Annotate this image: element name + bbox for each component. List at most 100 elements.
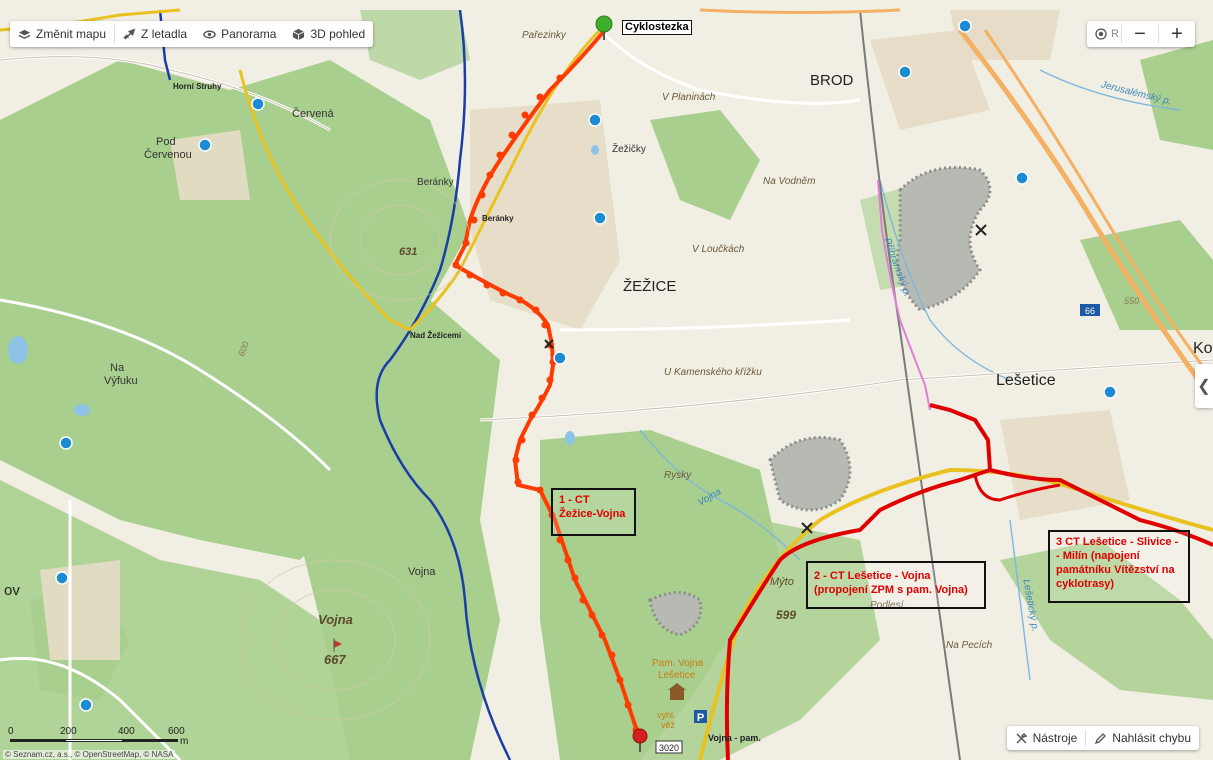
mine-icons [544,224,987,534]
side-panel-toggle[interactable]: ❮ [1195,364,1213,408]
zezice-label: ŽEŽICE [623,278,677,295]
bus-stop-icon[interactable] [588,113,602,127]
route-1-waypoint [608,651,616,659]
eye-icon [203,30,216,38]
beranky-stop-label: Beránky [482,214,514,223]
ko-label: Ko [1193,340,1213,357]
main-roads [699,8,1213,760]
route-1-waypoint [598,631,606,639]
myto-label: Mýto [770,576,794,588]
bus-stop-icon[interactable] [55,571,69,585]
cube-icon [293,28,305,40]
peak-flag-icon [333,638,342,652]
route-1-waypoint [546,376,554,384]
bus-stop-icon[interactable] [251,97,265,111]
3d-view-label: 3D pohled [310,27,366,41]
bus-stop-icon[interactable] [553,351,567,365]
bus-stop-icon[interactable] [958,19,972,33]
scale-unit: m [180,736,189,747]
annotation-route-3-line: cyklotrasy) [1056,578,1115,590]
pod-cervenou-label: Červenou [144,149,192,161]
bus-stop-icon[interactable] [898,65,912,79]
vojna-peak-label: Vojna [318,612,353,627]
parezinky-label: Pařezinky [522,30,566,41]
annotation-route-2-line: 2 - CT Lešetice - Vojna [814,570,931,582]
road-3020-shield: 3020 [655,740,683,754]
bus-stop-icon[interactable] [593,211,607,225]
svg-text:66: 66 [1085,306,1095,316]
route-1-waypoint [512,456,520,464]
annotation-route-1-line: Žežice-Vojna [559,508,626,520]
pod-label: Pod [156,136,176,148]
zoom-divider [1158,25,1159,43]
panorama-button[interactable]: Panorama [195,21,284,47]
horni-struhy-label: Horní Struhy [173,82,222,91]
route-2 [724,403,993,760]
route-1-waypoint [516,296,524,304]
report-error-button[interactable]: Nahlásit chybu [1086,731,1199,745]
layers-icon [18,29,31,39]
route-1-waypoint [532,306,540,314]
pencil-icon [1095,732,1107,744]
scale-bar-gap [66,740,122,741]
route-1-waypoint [478,191,486,199]
vojna-place-label: Vojna [408,566,436,578]
spoil-heaps [648,166,992,637]
bus-stop-icon[interactable] [59,436,73,450]
route-1-waypoint [483,281,491,289]
report-error-label: Nahlásit chybu [1112,731,1191,745]
change-map-button[interactable]: Změnit mapu [10,21,114,47]
route-1-waypoint [538,394,546,402]
locate-button[interactable]: R [1087,21,1121,47]
route-1-waypoint [588,611,596,619]
locate-label: R [1111,28,1119,40]
vez-label: věž [661,720,676,730]
minor-road-casing [0,56,1213,421]
route-1-waypoint [470,216,478,224]
bus-stop-icon[interactable] [79,698,93,712]
left-ov-label: ov [4,582,20,599]
route-1-waypoint [616,676,624,684]
bus-stop-icon[interactable] [1103,385,1117,399]
annotation-route-3-line: 3 CT Lešetice - Slivice - [1056,536,1179,548]
route-1-waypoint [556,536,564,544]
zezicky-label: Žežičky [612,144,646,155]
na-vyfuku-label: Výfuku [104,375,138,387]
cycle-route-blue [375,9,512,760]
tools-button[interactable]: Nástroje [1007,731,1086,745]
toolbar-divider [114,25,116,43]
tools-icon [1016,732,1027,744]
scale-tick: 0 [8,726,14,737]
nad-zezicemi-label: Nad Žežicemi [410,331,462,340]
aerial-label: Z letadla [141,27,188,41]
elevation-667-label: 667 [324,652,346,667]
village-areas [40,10,1130,660]
3d-view-button[interactable]: 3D pohled [284,21,373,47]
brod-label: BROD [810,72,854,89]
aerial-button[interactable]: Z letadla [115,21,195,47]
route-1-waypoint [571,574,579,582]
elevation-631-label: 631 [399,246,418,258]
annotation-route-1-line: 1 - CT [559,494,590,506]
contour-550-label: 550 [1124,296,1140,306]
zoom-in-button[interactable]: + [1171,22,1183,45]
cyklostezka-label: Cyklostezka [622,20,692,35]
tools-label: Nástroje [1032,731,1078,745]
tools-divider [1085,730,1087,746]
map-attribution[interactable]: © Seznam.cz, a.s., © OpenStreetMap, © NA… [3,750,176,759]
route-1-waypoint [536,486,544,494]
zoom-divider [1121,25,1122,43]
bus-stop-icon[interactable] [1015,171,1029,185]
scale-tick: 400 [118,726,135,737]
start-pin-icon [595,15,613,40]
scale-tick: 600 [168,726,185,737]
water [8,145,599,445]
end-pin-icon [632,728,648,752]
contours [239,179,471,721]
bus-stop-icon[interactable] [198,138,212,152]
na-vodnem-label: Na Vodněm [763,176,816,187]
annotation-route-3: 3 CT Lešetice - Slivice - - Milín (napoj… [1048,530,1190,603]
route-1-waypoint [452,261,460,269]
zoom-out-button[interactable]: − [1134,22,1146,45]
